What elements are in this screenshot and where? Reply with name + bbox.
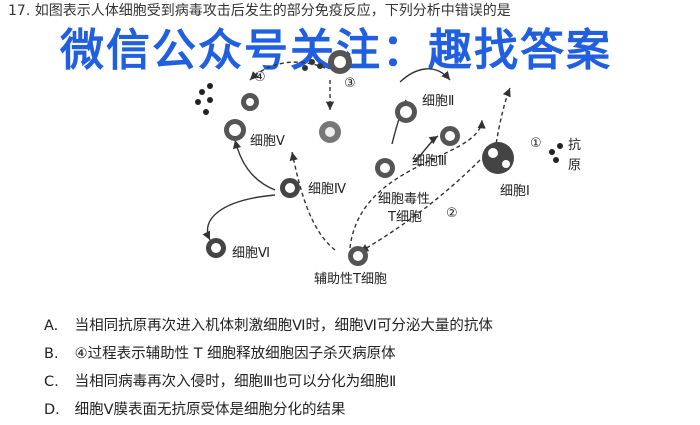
arrow-helper-to-cytotoxic	[349, 119, 486, 249]
label-step4: ④	[254, 70, 266, 85]
arrow-cell4-to-cell5	[232, 139, 276, 191]
label-cell1: 细胞Ⅰ	[500, 184, 530, 199]
question-stem: 17. 如图表示人体细胞受到病毒攻击后发生的部分免疫反应，下列分析中错误的是	[8, 2, 698, 20]
option-b[interactable]: B. ④过程表示辅助性 T 细胞释放细胞因子杀灭病原体	[44, 340, 684, 368]
question-text: 如图表示人体细胞受到病毒攻击后发生的部分免疫反应，下列分析中错误的是	[34, 3, 511, 19]
cell-2	[395, 101, 417, 123]
arrow-cell4-to-cell6	[202, 194, 276, 241]
option-text: ④过程表示辅助性 T 细胞释放细胞因子杀灭病原体	[74, 346, 396, 362]
option-text: 细胞Ⅴ膜表面无抗原受体是细胞分化的结果	[74, 402, 346, 418]
option-c[interactable]: C. 当相同病毒再次入侵时，细胞Ⅲ也可以分化为细胞Ⅱ	[44, 368, 684, 396]
label-antigen-line2: 原	[568, 158, 582, 173]
label-step2: ②	[446, 206, 458, 221]
dashed-arrows	[249, 61, 511, 253]
option-letter: A.	[44, 318, 59, 334]
label-step3: ③	[344, 76, 356, 91]
label-cell4: 细胞Ⅳ	[308, 182, 346, 197]
label-cell2: 细胞Ⅱ	[422, 94, 455, 109]
cell-6	[206, 238, 226, 258]
option-d[interactable]: D. 细胞Ⅴ膜表面无抗原受体是细胞分化的结果	[44, 396, 684, 424]
label-cell5: 细胞Ⅴ	[250, 134, 285, 149]
cell-helper-t	[348, 246, 368, 266]
arrow-helper-to-cell4	[289, 151, 336, 251]
cell-infected-bottom	[319, 121, 341, 143]
arrow-cytotoxic-to-cell2	[494, 87, 511, 151]
label-step1: ①	[530, 136, 542, 151]
option-letter: B.	[44, 346, 59, 362]
label-helper-t: 辅助性T细胞	[314, 272, 387, 287]
answer-options: A. 当相同抗原再次进入机体刺激细胞Ⅵ时，细胞Ⅵ可分泌大量的抗体 B. ④过程表…	[44, 312, 684, 424]
option-letter: D.	[44, 402, 60, 418]
cell-4	[280, 178, 300, 198]
arrow-cell1-to-helper	[359, 159, 481, 253]
arrow-cell2	[399, 68, 451, 83]
cell-5	[195, 83, 259, 141]
label-cell6: 细胞Ⅵ	[232, 246, 270, 261]
cell-virus-top	[302, 50, 352, 74]
label-cytotoxic-line1: 细胞毒性	[378, 192, 431, 207]
cell-1	[482, 142, 563, 174]
diagram-canvas	[195, 50, 563, 266]
cell-cytotoxic-t	[375, 158, 395, 178]
cell-3	[440, 126, 460, 146]
option-text: 当相同抗原再次进入机体刺激细胞Ⅵ时，细胞Ⅵ可分泌大量的抗体	[74, 318, 493, 334]
immune-response-diagram: 细胞Ⅴ 细胞Ⅳ 细胞Ⅵ 细胞Ⅱ 细胞Ⅲ 细胞Ⅰ 细胞毒性 T细胞 辅助性T细胞 …	[180, 40, 600, 300]
question-number: 17.	[8, 3, 31, 19]
option-letter: C.	[44, 374, 59, 390]
label-cytotoxic-line2: T细胞	[388, 210, 422, 225]
label-cell3: 细胞Ⅲ	[412, 154, 447, 169]
label-antigen-line1: 抗	[568, 138, 582, 153]
arrow-cytotoxic-to-cell3	[414, 135, 439, 163]
option-a[interactable]: A. 当相同抗原再次进入机体刺激细胞Ⅵ时，细胞Ⅵ可分泌大量的抗体	[44, 312, 684, 340]
option-text: 当相同病毒再次入侵时，细胞Ⅲ也可以分化为细胞Ⅱ	[74, 374, 397, 390]
